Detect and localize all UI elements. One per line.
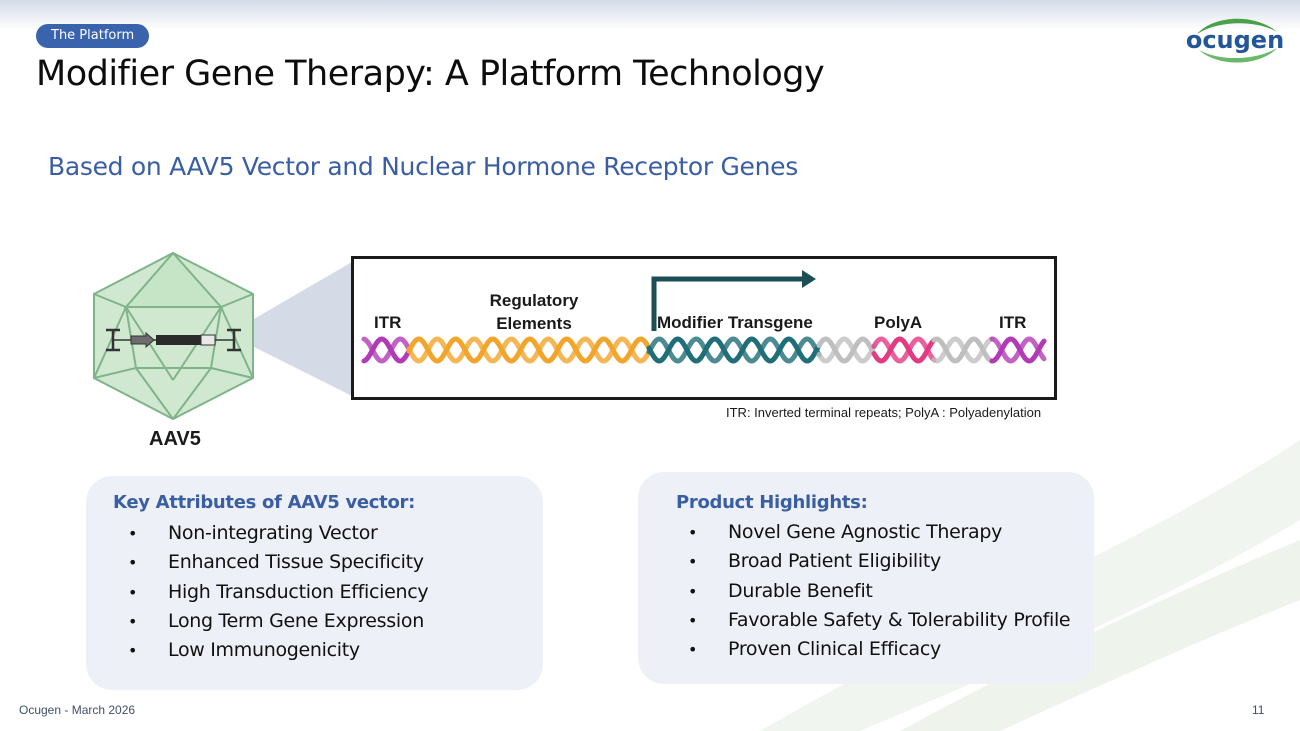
list-item: •Favorable Safety & Tolerability Profile bbox=[688, 606, 1071, 635]
bullet-icon: • bbox=[688, 640, 698, 660]
section-badge: The Platform bbox=[36, 24, 150, 48]
segment-label-transgene: Modifier Transgene bbox=[657, 313, 813, 332]
product-highlights-list: •Novel Gene Agnostic Therapy •Broad Pati… bbox=[688, 518, 1071, 664]
list-item: •Broad Patient Eligibility bbox=[688, 547, 1070, 576]
helix-segment-transgene bbox=[646, 336, 822, 364]
helix-segment-spacer bbox=[931, 336, 995, 364]
list-item: •Proven Clinical Efficacy bbox=[688, 635, 1070, 664]
slide-subtitle: Based on AAV5 Vector and Nuclear Hormone… bbox=[48, 152, 798, 181]
dna-helix bbox=[361, 270, 1047, 364]
helix-segment-polya bbox=[871, 336, 937, 364]
page-number: 11 bbox=[1252, 703, 1265, 717]
top-gradient-band bbox=[0, 0, 1300, 30]
promoter-arrow-icon bbox=[651, 270, 816, 331]
helix-segment-itr-left bbox=[361, 336, 412, 364]
list-item: •Novel Gene Agnostic Therapy bbox=[688, 518, 1070, 547]
helix-segment-transgene bbox=[646, 336, 822, 364]
segment-label-regulatory: Regulatory Elements bbox=[489, 291, 579, 333]
product-highlights-card: Product Highlights: •Novel Gene Agnostic… bbox=[638, 472, 1094, 684]
list-item: •Low Immunogenicity bbox=[128, 636, 428, 665]
bullet-icon: • bbox=[128, 641, 138, 661]
ocugen-logo: ocugen bbox=[1186, 18, 1284, 63]
list-item: •Non-integrating Vector bbox=[128, 519, 428, 548]
helix-segment-polya bbox=[871, 336, 937, 364]
bullet-icon: • bbox=[128, 553, 138, 573]
bullet-icon: • bbox=[688, 610, 698, 630]
key-attributes-title: Key Attributes of AAV5 vector: bbox=[113, 492, 416, 513]
slide-title: Modifier Gene Therapy: A Platform Techno… bbox=[36, 54, 825, 94]
gene-construct-diagram: ITR Regulatory Elements Modifier Transge… bbox=[351, 256, 1057, 400]
list-item: •Durable Benefit bbox=[688, 577, 1070, 606]
product-highlights-title: Product Highlights: bbox=[676, 492, 868, 513]
logo-swoosh-bottom-icon bbox=[1199, 48, 1277, 63]
helix-segment-spacer bbox=[816, 336, 877, 364]
helix-segment-itr-right bbox=[989, 336, 1047, 364]
bullet-icon: • bbox=[688, 581, 698, 601]
bullet-icon: • bbox=[128, 582, 138, 602]
segment-label-itr-left: ITR bbox=[374, 313, 402, 332]
helix-segment-regulatory bbox=[406, 336, 652, 364]
list-item: •Enhanced Tissue Specificity bbox=[128, 548, 428, 577]
bullet-icon: • bbox=[688, 552, 698, 572]
helix-segment-regulatory bbox=[406, 336, 652, 364]
logo-swoosh-top-icon bbox=[1197, 18, 1277, 34]
bullet-icon: • bbox=[688, 523, 698, 542]
helix-segment-spacer bbox=[816, 336, 877, 364]
vector-genome-icon bbox=[106, 328, 241, 352]
footer-date: Ocugen - March 2026 bbox=[19, 703, 136, 717]
bullet-icon: • bbox=[128, 524, 138, 543]
diagram-footnote: ITR: Inverted terminal repeats; PolyA : … bbox=[726, 405, 1042, 420]
capsid-label: AAV5 bbox=[149, 428, 201, 450]
key-attributes-card: Key Attributes of AAV5 vector: •Non-inte… bbox=[86, 476, 543, 690]
segment-label-polya: PolyA bbox=[874, 313, 923, 332]
list-item: •High Transduction Efficiency bbox=[128, 578, 429, 607]
bullet-icon: • bbox=[128, 611, 138, 631]
icosahedral-capsid-icon bbox=[93, 251, 254, 421]
segment-label-itr-right: ITR bbox=[999, 313, 1027, 332]
key-attributes-list: •Non-integrating Vector •Enhanced Tissue… bbox=[128, 519, 429, 665]
logo-text: ocugen bbox=[1186, 26, 1284, 54]
list-item: •Long Term Gene Expression bbox=[128, 607, 428, 636]
